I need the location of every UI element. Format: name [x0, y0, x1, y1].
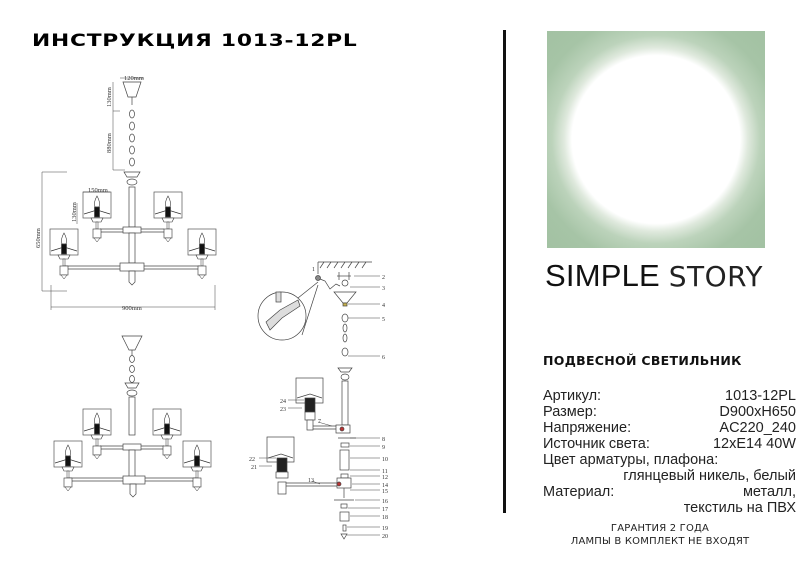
- part-label-23: 23: [280, 407, 286, 413]
- spec-color-label: Цвет арматуры, плафона:: [543, 452, 719, 468]
- product-type: ПОДВЕСНОЙ СВЕТИЛЬНИК: [543, 353, 742, 368]
- brand-name-part1: SIMPLE: [545, 258, 660, 293]
- part-label-14: 14: [382, 483, 388, 489]
- part-label-19: 19: [382, 526, 388, 532]
- spec-list: Артикул: 1013-12PL Размер: D900xH650 Нап…: [543, 388, 796, 516]
- spec-value: 12xE14 40W: [712, 436, 796, 452]
- part-label-7: 7: [318, 419, 321, 425]
- dimensioned-view: [41, 77, 217, 310]
- part-labels: 1 2 3 4 5 6 7 8 9 10 11 12 13 14 15 16 1…: [249, 267, 388, 540]
- part-label-4: 4: [382, 303, 385, 309]
- part-label-18: 18: [382, 515, 388, 521]
- technical-drawings: 120mm 130mm 880mm 150mm 130mm 650mm 900m…: [35, 75, 388, 540]
- part-label-11: 11: [382, 469, 388, 475]
- footer-notes: ГАРАНТИЯ 2 ГОДА ЛАМПЫ В КОМПЛЕКТ НЕ ВХОД…: [560, 522, 760, 548]
- part-label-13: 13: [308, 478, 314, 484]
- dim-canopy-width: 120mm: [124, 75, 144, 82]
- spec-value: D900xH650: [719, 404, 796, 420]
- spec-label: Материал:: [543, 484, 615, 500]
- part-label-8: 8: [382, 437, 385, 443]
- spec-value: металл,: [742, 484, 796, 500]
- part-label-9: 9: [382, 445, 385, 451]
- lamps-note: ЛАМПЫ В КОМПЛЕКТ НЕ ВХОДЯТ: [570, 536, 750, 547]
- dim-shade-height: 130mm: [71, 202, 78, 222]
- part-label-3: 3: [382, 286, 385, 292]
- part-label-20: 20: [382, 534, 388, 540]
- spec-value: 1013-12PL: [725, 388, 796, 404]
- spec-label: Источник света:: [543, 436, 650, 452]
- brand-logo-mark: [547, 31, 765, 248]
- part-label-10: 10: [382, 457, 388, 463]
- brand-name-part2: STORY: [668, 260, 763, 293]
- part-label-21: 21: [251, 465, 257, 471]
- spec-value: AC220_240: [719, 420, 796, 436]
- warranty-note: ГАРАНТИЯ 2 ГОДА: [610, 523, 710, 534]
- spec-row-material: Материал: металл,: [543, 484, 796, 500]
- spec-row-voltage: Напряжение: AC220_240: [543, 420, 796, 436]
- exploded-view: [257, 261, 380, 540]
- spec-row-article: Артикул: 1013-12PL: [543, 388, 796, 404]
- part-label-6: 6: [382, 355, 385, 361]
- spec-row-light-source: Источник света: 12xE14 40W: [543, 436, 796, 452]
- dim-shade-width: 150mm: [88, 187, 108, 194]
- brand-name: SIMPLE STORY: [545, 258, 763, 294]
- part-label-12: 12: [382, 475, 388, 481]
- dim-total-height: 650mm: [35, 228, 42, 248]
- part-label-17: 17: [382, 507, 388, 513]
- dim-diameter: 900mm: [122, 305, 142, 312]
- part-label-22: 22: [249, 457, 255, 463]
- part-label-24: 24: [280, 399, 286, 405]
- document-title: ИНСТРУКЦИЯ 1013-12PL: [32, 31, 358, 51]
- spec-material-value-2: текстиль на ПВХ: [683, 500, 796, 516]
- part-label-2: 2: [382, 275, 385, 281]
- part-label-16: 16: [382, 499, 388, 505]
- spec-row-size: Размер: D900xH650: [543, 404, 796, 420]
- spec-color-value: глянцевый никель, белый: [623, 468, 796, 484]
- front-view: [53, 335, 212, 498]
- spec-label: Артикул:: [543, 388, 602, 404]
- part-label-15: 15: [382, 489, 388, 495]
- vertical-divider: [503, 30, 506, 513]
- part-label-1: 1: [312, 267, 315, 273]
- part-label-5: 5: [382, 317, 385, 323]
- spec-label: Размер:: [543, 404, 597, 420]
- spec-label: Напряжение:: [543, 420, 632, 436]
- dim-canopy-height: 130mm: [106, 87, 113, 107]
- dim-chain-length: 880mm: [106, 133, 113, 153]
